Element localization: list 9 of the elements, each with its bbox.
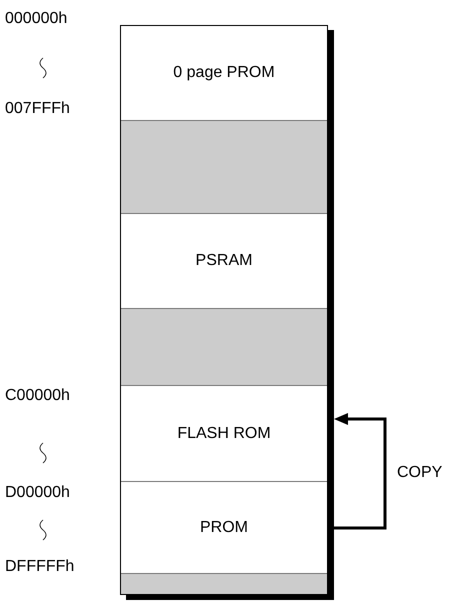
address-label: DFFFFFh	[5, 558, 74, 576]
address-label: D00000h	[5, 484, 70, 502]
address-label: 007FFFh	[5, 100, 70, 118]
arrow	[334, 413, 386, 530]
unused-segment	[121, 574, 327, 594]
unused-segment	[121, 121, 327, 214]
address-label: C00000h	[5, 387, 70, 405]
unused-segment	[121, 309, 327, 386]
address-label: 000000h	[5, 10, 68, 28]
